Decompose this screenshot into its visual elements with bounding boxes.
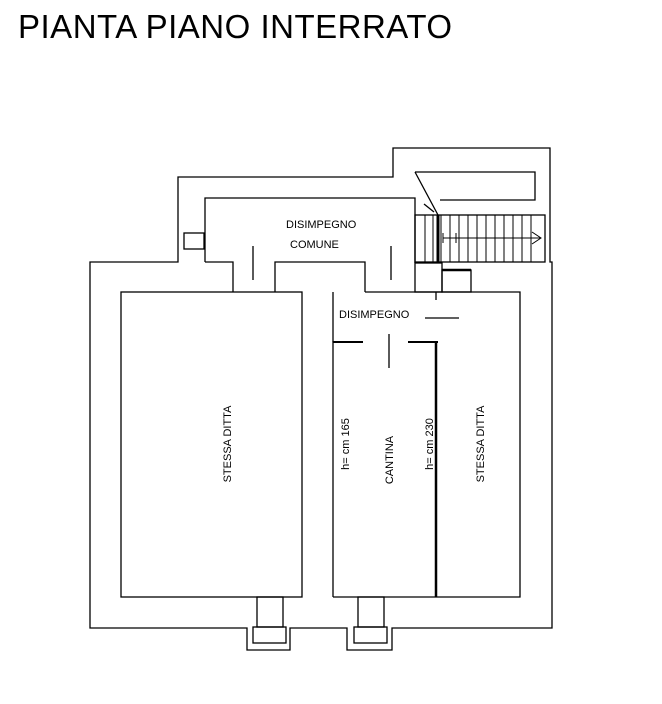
label-disimpegno-comune-2: COMUNE <box>290 239 339 251</box>
stair-door-swing <box>414 171 439 216</box>
stair-outline <box>414 214 546 263</box>
label-disimpegno: DISIMPEGNO <box>339 309 410 321</box>
niche-bottom-right-shaft <box>357 596 385 628</box>
label-h-165: h= cm 165 <box>340 418 352 470</box>
niche-bottom-right <box>353 626 388 644</box>
stair-landing-wall <box>415 171 536 201</box>
page-title: PIANTA PIANO INTERRATO <box>18 8 453 45</box>
niche-bottom-left <box>252 626 287 644</box>
outer-wall <box>89 147 553 651</box>
label-stessa-ditta-right: STESSA DITTA <box>475 405 487 482</box>
stair-bottom-right-box <box>441 269 472 293</box>
stair-arrow-icon <box>531 231 542 245</box>
label-h-230: h= cm 230 <box>424 418 436 470</box>
label-cantina: CANTINA <box>384 435 396 484</box>
stair-door-tick <box>423 203 435 213</box>
niche-bottom-left-shaft <box>256 596 284 628</box>
label-stessa-ditta-left: STESSA DITTA <box>222 405 234 482</box>
stair-bottom-left-box <box>414 262 443 293</box>
room-stessa-ditta-left <box>120 291 303 598</box>
corridor-left-stub <box>205 261 234 292</box>
corridor-mid-wall <box>274 261 366 292</box>
niche-box <box>183 232 205 250</box>
label-disimpegno-comune-1: DISIMPEGNO <box>286 219 357 231</box>
